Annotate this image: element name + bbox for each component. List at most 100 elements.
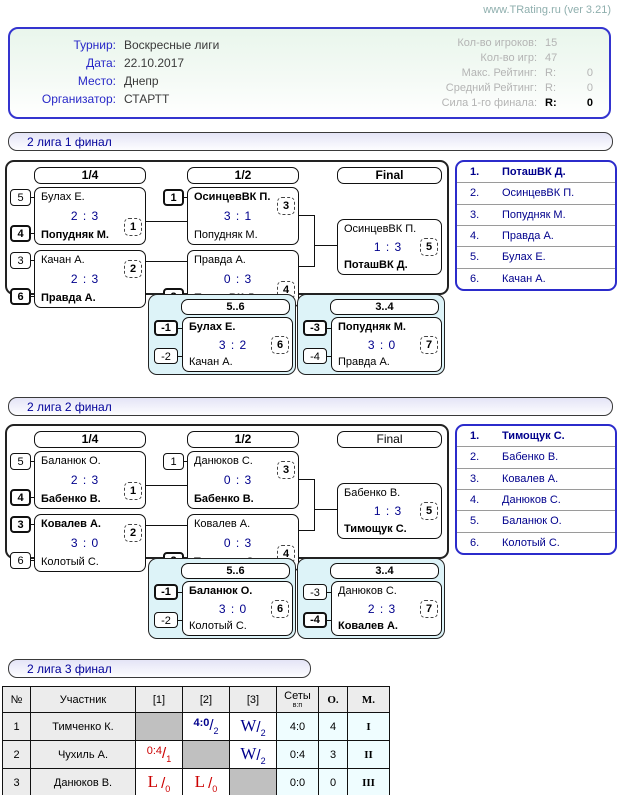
standings-row: 4.Данюков С. <box>457 488 615 510</box>
place-cell: III <box>347 768 390 795</box>
match-box-final: ОсинцевВК П. 1 : 3 ПоташВК Д. 5 <box>337 219 442 275</box>
consolation-title: 3..4 <box>330 299 439 315</box>
match-box-cons: Булах Е. 3 : 2 Качан А. 6 <box>182 317 293 372</box>
seed-box: 4 <box>10 489 31 506</box>
stat-row: Кол-во игроков: 15 <box>293 37 593 49</box>
section-header-liga2: 2 лига 2 финал <box>8 397 613 416</box>
field-value: 22.10.2017 <box>124 56 185 70</box>
standings-row: 1.ПоташВК Д. <box>470 166 566 179</box>
match-score: 2 : 3 <box>70 473 100 487</box>
player-name: Колотый С. <box>41 556 99 568</box>
result-cell: W/2 <box>229 712 277 741</box>
seed-stub <box>327 592 331 593</box>
row-number: 2 <box>2 740 31 769</box>
stat-label: Кол-во игроков: <box>457 37 537 49</box>
player-name: Попудняк М. <box>194 229 258 241</box>
match-score: 0 : 3 <box>223 473 253 487</box>
stat-row: Кол-во игр:47 <box>293 52 593 64</box>
player-name: Качан А. <box>189 356 233 368</box>
seed-stub <box>31 233 34 234</box>
seed-box: -3 <box>303 584 327 600</box>
match-number: 1 <box>124 218 142 236</box>
player-name: ОсинцевВК П. <box>194 191 271 203</box>
seed-stub <box>178 356 182 357</box>
standings-row: 4.Правда А. <box>457 224 615 246</box>
consolation-5-6-liga1: 5..6 -1 -2 Булах Е. 3 : 2 Качан А. 6 <box>148 294 296 375</box>
field-value: СТАРТТ <box>124 92 170 106</box>
col-header-opp1: [1] <box>135 686 183 713</box>
player-name: Колотый С. <box>189 620 247 632</box>
table-row: 3 Данюков В. L /0 L /0 0:0 0 III <box>2 768 390 795</box>
match-score: 3 : 0 <box>218 601 248 616</box>
standings-row: 5.Баланюк О. <box>457 510 615 531</box>
match-box-final: Бабенко В. 1 : 3 Тимощук С. 5 <box>337 483 442 539</box>
bracket-connector <box>144 525 187 526</box>
match-score: 2 : 3 <box>70 272 100 286</box>
player-name: Ковалев А. <box>41 518 101 530</box>
points-cell: 0 <box>318 768 348 795</box>
seed-box: 6 <box>10 552 31 569</box>
tournament-info-box: Турнир:Воскресные лиги Дата:22.10.2017 М… <box>8 27 611 119</box>
match-number: 5 <box>420 238 438 256</box>
bracket-connector <box>314 215 315 267</box>
round-header-semifinal: 1/2 <box>187 431 299 448</box>
seed-stub <box>31 260 34 261</box>
col-header-number: № <box>2 686 31 713</box>
standings-row: 2.ОсинцевВК П. <box>457 182 615 203</box>
stat-row: Средний Рейтинг:R:0 <box>445 82 593 94</box>
stat-value: 47 <box>545 52 558 64</box>
match-box-qf2: Ковалев А. 3 : 0 Колотый С. 2 <box>34 514 146 572</box>
match-number: 6 <box>271 599 289 618</box>
seed-box: 6 <box>10 288 31 305</box>
table-row: 1 Тимченко К. 4:0/2 W/2 4:0 4 I <box>2 712 390 741</box>
field-label: Турнир: <box>73 38 116 52</box>
round-header-quarterfinal: 1/4 <box>34 167 146 184</box>
consolation-title: 3..4 <box>330 563 439 579</box>
match-number: 2 <box>124 260 142 278</box>
seed-box: 5 <box>10 189 31 206</box>
match-number: 7 <box>420 335 438 354</box>
bracket-connector <box>297 479 314 480</box>
standings-row: 2.Бабенко В. <box>457 446 615 467</box>
player-name: Ковалев А. <box>338 620 398 632</box>
info-field: Дата: 22.10.2017 <box>20 56 184 70</box>
round-header-semifinal: 1/2 <box>187 167 299 184</box>
col-header-points: О. <box>318 686 348 713</box>
result-cell: W/2 <box>229 740 277 769</box>
seed-stub <box>31 560 34 561</box>
seed-box: -1 <box>154 320 178 336</box>
col-header-place: М. <box>347 686 390 713</box>
match-score: 0 : 3 <box>223 272 253 286</box>
field-label: Дата: <box>86 56 116 70</box>
player-name: Правда А. <box>41 292 96 304</box>
stat-value: 15 <box>545 37 558 49</box>
round-header-final: Final <box>337 431 442 448</box>
standings-row: 1.Тимощук С. <box>470 430 565 443</box>
trating-site-link[interactable]: www.TRating.ru (ver 3.21) <box>483 4 611 16</box>
points-cell: 3 <box>318 740 348 769</box>
match-box-qf1: Булах Е. 2 : 3 Попудняк М. 1 <box>34 187 146 245</box>
match-number: 3 <box>277 461 295 479</box>
consolation-3-4-liga2: 3..4 -3 -4 Данюков С. 2 : 3 Ковалев А. 7 <box>297 558 445 639</box>
consolation-title: 5..6 <box>181 563 290 579</box>
match-score: 1 : 3 <box>373 504 403 518</box>
col-header-participant: Участник <box>30 686 136 713</box>
standings-row: 3.Ковалев А. <box>457 467 615 489</box>
consolation-title: 5..6 <box>181 299 290 315</box>
match-box-cons: Попудняк М. 3 : 0 Правда А. 7 <box>331 317 442 372</box>
bracket-connector <box>144 261 187 262</box>
info-field: Турнир:Воскресные лиги <box>20 38 219 52</box>
match-box-qf1: Баланюк О. 2 : 3 Бабенко В. 1 <box>34 451 146 509</box>
round-header-quarterfinal: 1/4 <box>34 431 146 448</box>
match-number: 3 <box>277 197 295 215</box>
match-number: 1 <box>124 482 142 500</box>
standings-panel-liga1: 1.ПоташВК Д. 2.ОсинцевВК П. 3.Попудняк М… <box>455 160 617 291</box>
place-cell: II <box>347 740 390 769</box>
sets-cell: 4:0 <box>276 712 319 741</box>
match-number: 7 <box>420 599 438 618</box>
seed-stub <box>178 592 182 593</box>
participant-name: Чухиль А. <box>30 740 136 769</box>
